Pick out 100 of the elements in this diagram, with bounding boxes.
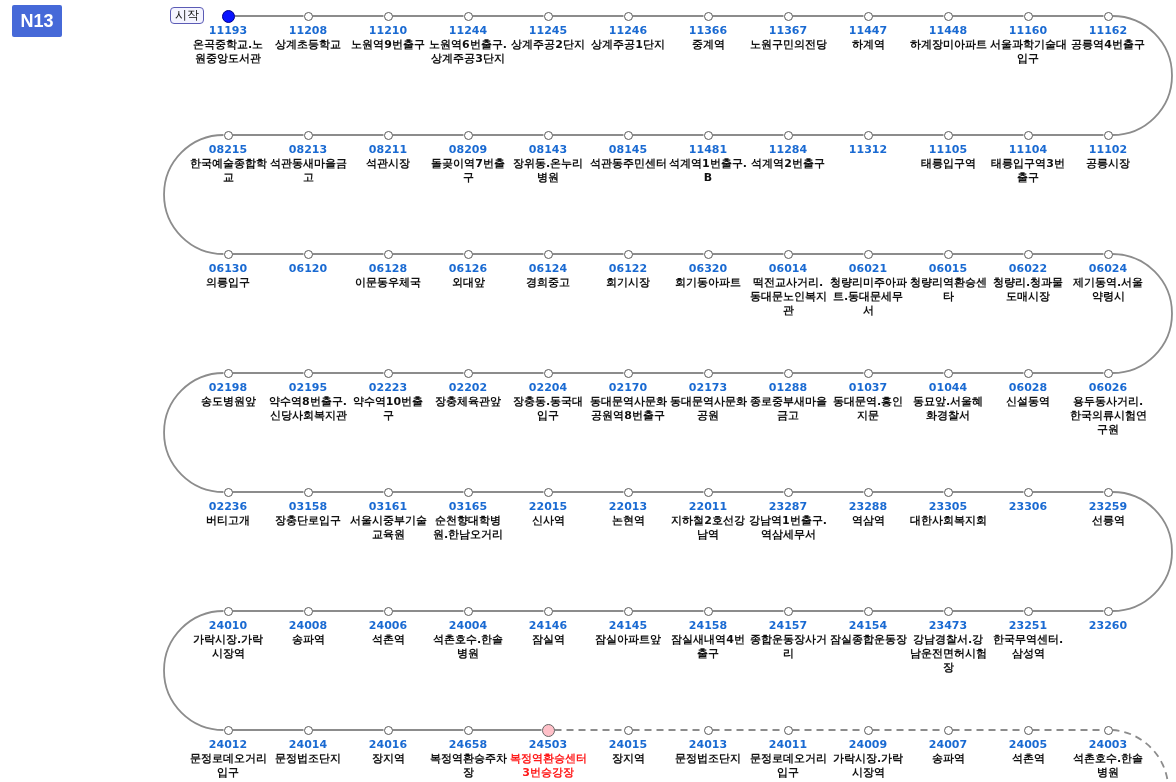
stop-number: 22015 xyxy=(528,500,568,513)
route-line xyxy=(311,372,385,374)
stop-marker xyxy=(383,487,393,497)
route-line xyxy=(471,610,545,612)
route-line xyxy=(791,372,865,374)
route-line xyxy=(791,491,865,493)
route-line xyxy=(231,134,305,136)
route-line xyxy=(311,729,385,731)
stop-marker xyxy=(863,11,873,21)
route-line xyxy=(1031,253,1105,255)
stop-name: 역삼역 xyxy=(851,514,885,527)
route-line xyxy=(871,134,945,136)
stop-marker xyxy=(223,725,233,735)
route-line xyxy=(871,491,945,493)
route-line xyxy=(711,491,785,493)
stop-marker xyxy=(703,725,713,735)
stop-marker xyxy=(1103,11,1113,21)
route-line xyxy=(711,372,785,374)
stop-marker xyxy=(223,606,233,616)
stop-marker xyxy=(703,249,713,259)
stop-name: 복정역환승센터3번승강장 xyxy=(509,752,587,779)
stop-marker xyxy=(863,606,873,616)
route-line xyxy=(1111,491,1173,612)
stop-number: 01044 xyxy=(928,381,968,394)
stop-marker xyxy=(863,130,873,140)
stop-marker xyxy=(1103,368,1113,378)
stop-name: 동대문역사문화공원 xyxy=(669,395,747,422)
stop-marker xyxy=(543,11,553,21)
route-line xyxy=(471,372,545,374)
stop-name: 강남경찰서.강남운전면허시험장 xyxy=(909,633,987,674)
stop-name: 이문동우체국 xyxy=(355,276,421,289)
stop-name: 장위동.온누리병원 xyxy=(512,157,584,184)
stop-name: 동묘앞.서울혜화경찰서 xyxy=(912,395,984,422)
stop-number: 23473 xyxy=(928,619,968,632)
stop-number: 11210 xyxy=(368,24,408,37)
stop-name: 동대문역사문화공원역8번출구 xyxy=(589,395,667,422)
stop-name: 서울과학기술대입구 xyxy=(989,38,1067,65)
route-line xyxy=(951,134,1025,136)
stop-marker xyxy=(303,725,313,735)
route-line xyxy=(1031,15,1105,17)
stop-marker xyxy=(303,606,313,616)
stop-name: 잠실종합운동장 xyxy=(829,633,907,646)
stop-number: 23251 xyxy=(1008,619,1048,632)
stop-number: 06126 xyxy=(448,262,488,275)
stop-marker xyxy=(943,606,953,616)
stop-name: 문정로데오거리입구 xyxy=(749,752,827,779)
stop-number: 23288 xyxy=(848,500,888,513)
stop-name: 하계장미아파트 xyxy=(909,38,987,51)
route-line xyxy=(551,253,625,255)
stop-marker xyxy=(783,11,793,21)
stop-number: 24003 xyxy=(1088,738,1128,751)
stop-number: 02202 xyxy=(448,381,488,394)
stop-number: 03161 xyxy=(368,500,408,513)
stop-name: 석관동새마을금고 xyxy=(269,157,347,184)
route-line xyxy=(311,134,385,136)
route-badge: N13 xyxy=(12,5,62,37)
stop-name: 돌곶이역7번출구 xyxy=(431,157,505,184)
route-line xyxy=(1031,134,1105,136)
route-line xyxy=(711,253,785,255)
stop-number: 24004 xyxy=(448,619,488,632)
stop-name: 석계역2번출구 xyxy=(751,157,825,170)
stop-number: 11160 xyxy=(1008,24,1048,37)
stop-marker xyxy=(1023,368,1033,378)
stop-number: 24146 xyxy=(528,619,568,632)
stop-name: 장지역 xyxy=(611,752,645,765)
route-line xyxy=(391,729,465,731)
stop-marker xyxy=(543,368,553,378)
start-tag: 시작 xyxy=(170,7,204,24)
stop-number: 24006 xyxy=(368,619,408,632)
route-line xyxy=(231,253,305,255)
route-line xyxy=(791,253,865,255)
route-line xyxy=(163,372,225,493)
stop-name: 잠실아파트앞 xyxy=(595,633,661,646)
stop-name: 태릉입구역3번출구 xyxy=(991,157,1065,184)
stop-name: 석관시장 xyxy=(366,157,410,170)
stop-number: 11367 xyxy=(768,24,808,37)
stop-name: 하계역 xyxy=(851,38,885,51)
stop-name: 노원역6번출구.상계주공3단지 xyxy=(429,38,507,65)
stop-number: 24008 xyxy=(288,619,328,632)
stop-marker xyxy=(463,249,473,259)
stop-name: 한국무역센터.삼성역 xyxy=(992,633,1064,660)
stop-number: 02170 xyxy=(608,381,648,394)
stop-number: 23260 xyxy=(1088,619,1128,632)
route-line xyxy=(871,610,945,612)
stop-name: 송파역 xyxy=(291,633,325,646)
route-line xyxy=(471,134,545,136)
stop-number: 24658 xyxy=(448,738,488,751)
stop-number: 08211 xyxy=(368,143,408,156)
route-line xyxy=(471,491,545,493)
stop-marker xyxy=(1023,11,1033,21)
stop-marker xyxy=(303,11,313,21)
stop-number: 08143 xyxy=(528,143,568,156)
stop-marker xyxy=(943,368,953,378)
stop-number: 06128 xyxy=(368,262,408,275)
stop-marker xyxy=(863,368,873,378)
stop-name: 순천향대학병원.한남오거리 xyxy=(432,514,504,541)
stop-name: 한국예술종합학교 xyxy=(189,157,267,184)
stop-marker xyxy=(943,11,953,21)
stop-number: 08209 xyxy=(448,143,488,156)
stop-number: 08215 xyxy=(208,143,248,156)
